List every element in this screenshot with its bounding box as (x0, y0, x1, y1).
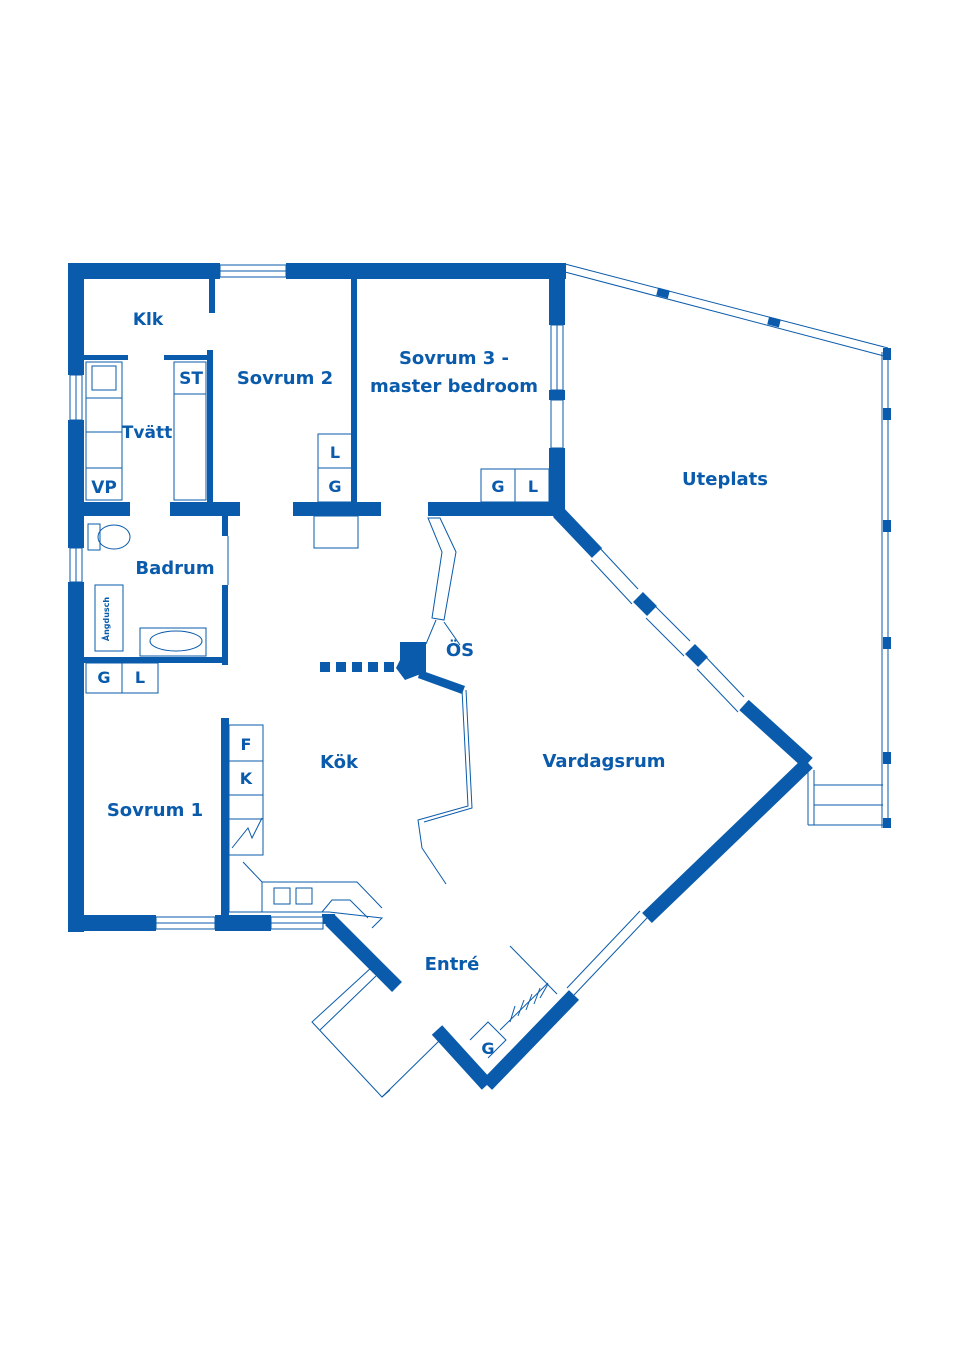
label-sovrum2-g: G (328, 477, 341, 496)
fixture-labels: L G G L G L F K G (97, 443, 538, 1058)
label-kok-k: K (240, 769, 253, 788)
label-vp: VP (91, 478, 117, 498)
label-sovrum3-l: L (528, 477, 538, 496)
label-os: ÖS (446, 639, 474, 661)
walls (68, 263, 566, 932)
label-kok: Kök (320, 752, 359, 773)
label-sovrum1-l: L (135, 668, 145, 687)
label-badrum: Badrum (135, 558, 214, 579)
label-klk: Klk (133, 310, 164, 330)
label-uteplats: Uteplats (682, 469, 768, 490)
label-sovrum-2: Sovrum 2 (237, 368, 333, 389)
label-sovrum3-g: G (491, 477, 504, 496)
uteplats-terrace (564, 263, 891, 828)
fixtures-outlines (85, 361, 558, 1098)
label-tvatt: Tvätt (122, 423, 172, 443)
label-vardagsrum: Vardagsrum (542, 751, 665, 772)
label-entre: Entré (425, 954, 480, 975)
label-sovrum1-g: G (97, 668, 110, 687)
label-entre-g: G (481, 1039, 494, 1058)
label-st: ST (179, 369, 203, 389)
label-angdusch: Ångdusch (101, 597, 111, 642)
label-sovrum-3-line1: Sovrum 3 - (399, 348, 509, 369)
label-kok-f: F (241, 735, 252, 754)
label-sovrum-1: Sovrum 1 (107, 800, 203, 821)
windows (69, 264, 745, 996)
label-sovrum-3-line2: master bedroom (370, 376, 538, 397)
label-sovrum2-l: L (330, 443, 340, 462)
diagonal-walls (322, 507, 813, 1090)
room-labels: Klk ST Tvätt VP Sovrum 2 Sovrum 3 - mast… (91, 310, 768, 975)
